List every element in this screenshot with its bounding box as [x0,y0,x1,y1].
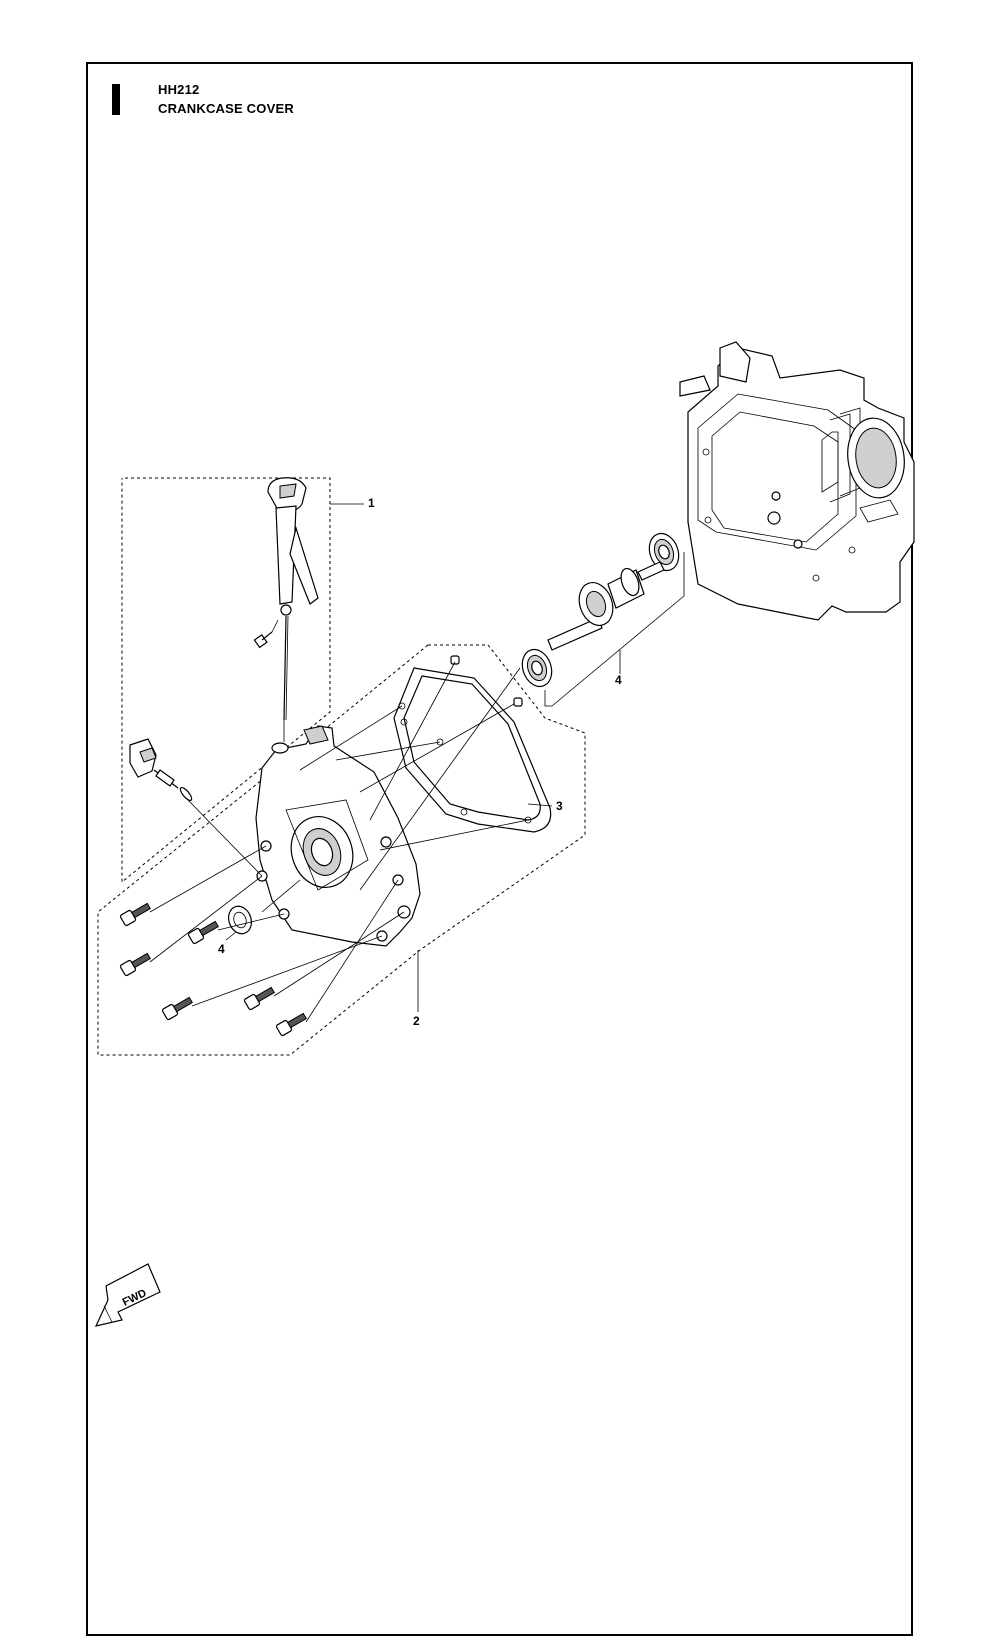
cover-gasket [393,667,552,833]
callout-4-camshaft: 4 [615,673,622,687]
camshaft [547,561,665,651]
fwd-arrow-icon [94,1263,161,1327]
exploded-view-diagram: .ln { fill: none; stroke: #000; stroke-w… [94,341,915,1327]
callout-3: 3 [556,799,563,813]
group-2-outline [97,644,586,1056]
assembly-lines [149,661,529,1023]
engine-block [679,341,915,621]
oil-dipstick [267,477,319,721]
crankshaft-bearing-front [521,648,553,688]
section-marker [112,84,120,115]
oil-drain-plug [129,738,193,802]
oil-seal [228,905,252,935]
callout-2: 2 [413,1014,420,1028]
crankcase-cover [255,725,421,947]
cover-bolts [119,902,307,1037]
crankshaft-bearing-rear [648,532,680,572]
diagram-title: CRANKCASE COVER [158,101,294,116]
callout-1: 1 [368,496,375,510]
dowel-pins [450,655,523,707]
callout-4-seal: 4 [218,942,225,956]
group-4-bracket [544,552,685,707]
dipstick-screw [253,619,279,649]
callout-leaders [225,503,621,1012]
group-1-outline [121,477,331,884]
model-code: HH212 [158,82,200,97]
